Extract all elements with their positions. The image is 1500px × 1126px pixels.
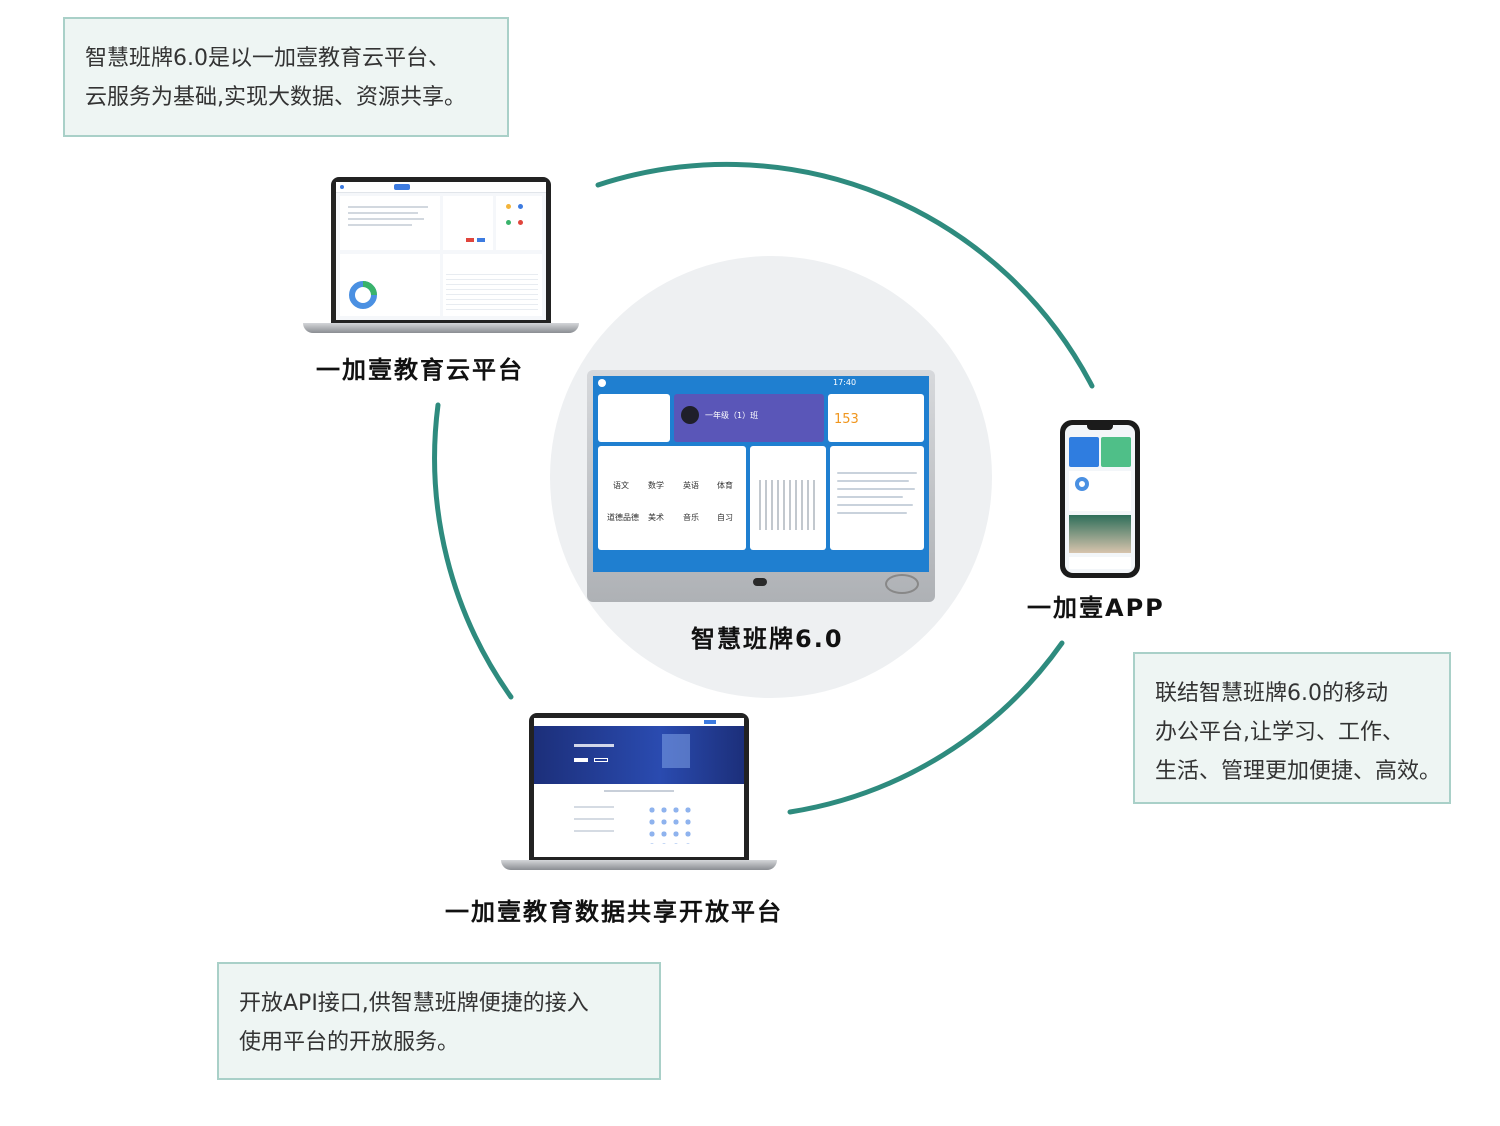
cloud-dashboard-screen <box>336 182 546 320</box>
board-screen: 17:40 一年级（1）班 153 语文 数学 英语 体育 道德品德 美术 音乐… <box>593 376 929 572</box>
subject-6: 美术 <box>648 513 664 522</box>
callout-app-line-1: 联结智慧班牌6.0的移动 <box>1155 681 1388 706</box>
logo-icon <box>598 379 606 387</box>
ring-arc-bottom-right <box>787 640 1065 815</box>
subject-3: 英语 <box>683 481 699 490</box>
callout-cloud: 智慧班牌6.0是以一加壹教育云平台、 云服务为基础,实现大数据、资源共享。 <box>63 17 509 137</box>
dashboard-header <box>336 182 546 193</box>
board-timetable <box>598 446 746 550</box>
subject-5: 道德品德 <box>607 513 639 522</box>
callout-open: 开放API接口,供智慧班牌便捷的接入 使用平台的开放服务。 <box>217 962 661 1080</box>
label-center: 智慧班牌6.0 <box>691 625 844 653</box>
donut-chart-thumb <box>349 281 377 309</box>
callout-app-line-3: 生活、管理更加便捷、高效。 <box>1155 759 1442 784</box>
subject-7: 音乐 <box>683 513 699 522</box>
smart-class-board: 17:40 一年级（1）班 153 语文 数学 英语 体育 道德品德 美术 音乐… <box>587 370 935 602</box>
callout-open-line-2: 使用平台的开放服务。 <box>239 1030 460 1055</box>
board-class-banner <box>674 394 824 442</box>
callout-app-text: 联结智慧班牌6.0的移动 办公平台,让学习、工作、 生活、管理更加便捷、高效。 <box>1155 674 1442 791</box>
label-cloud-platform: 一加壹教育云平台 <box>316 356 524 384</box>
subject-8: 自习 <box>717 513 733 522</box>
ring-arc-left <box>432 402 514 700</box>
subject-1: 语文 <box>613 481 629 490</box>
callout-cloud-line-2: 云服务为基础,实现大数据、资源共享。 <box>85 85 466 110</box>
phone-notch <box>1087 425 1113 430</box>
active-tab <box>394 184 410 190</box>
camera-icon <box>753 578 767 586</box>
board-countdown-card <box>828 394 924 442</box>
callout-cloud-text: 智慧班牌6.0是以一加壹教育云平台、 云服务为基础,实现大数据、资源共享。 <box>85 39 487 117</box>
avatar <box>681 406 699 424</box>
board-schedule-card <box>598 394 670 442</box>
callout-app: 联结智慧班牌6.0的移动 办公平台,让学习、工作、 生活、管理更加便捷、高效。 <box>1133 652 1451 804</box>
ring-arc-top-right <box>595 161 1095 389</box>
board-count: 153 <box>834 412 859 427</box>
mobile-phone <box>1060 420 1140 578</box>
open-platform-screen <box>534 718 744 857</box>
label-app: 一加壹APP <box>1027 594 1165 622</box>
board-class-name: 一年级（1）班 <box>705 411 759 420</box>
nfc-icon <box>885 574 919 594</box>
callout-cloud-line-1: 智慧班牌6.0是以一加壹教育云平台、 <box>85 46 450 71</box>
label-open-platform: 一加壹教育数据共享开放平台 <box>445 898 783 926</box>
subject-4: 体育 <box>717 481 733 490</box>
board-time: 17:40 <box>833 378 857 387</box>
subject-2: 数学 <box>648 481 664 490</box>
hero-banner <box>534 726 744 784</box>
callout-open-line-1: 开放API接口,供智慧班牌便捷的接入 <box>239 991 589 1016</box>
callout-open-text: 开放API接口,供智慧班牌便捷的接入 使用平台的开放服务。 <box>239 984 639 1062</box>
callout-app-line-2: 办公平台,让学习、工作、 <box>1155 720 1404 745</box>
timetable-grid: 语文 数学 英语 体育 道德品德 美术 音乐 自习 <box>603 474 741 538</box>
board-notice <box>830 446 924 550</box>
phone-screen <box>1065 425 1135 573</box>
